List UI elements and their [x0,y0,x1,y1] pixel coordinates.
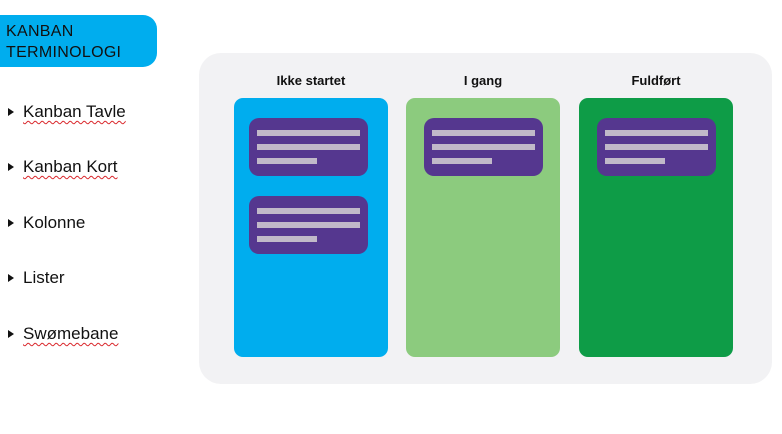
card-text-line [257,158,317,164]
card-text-line [257,144,360,150]
column-fuldfoert [579,98,733,357]
term-item-kanban-kort: Kanban Kort [8,155,118,179]
kanban-card [249,118,368,176]
term-text: Kanban Tavle [23,102,126,121]
kanban-card [249,196,368,254]
term-item-lister: Lister [8,266,65,290]
column-header-i-gang: I gang [463,73,503,88]
term-label-lister: Lister [23,268,65,287]
term-item-kanban-tavle: Kanban Tavle [8,100,126,124]
card-text-line [432,130,535,136]
card-text-line [257,236,317,242]
bullet-arrow-icon [8,274,14,282]
card-text-line [605,130,708,136]
kanban-card [424,118,543,176]
term-label-swomebane: Swømebane [23,324,118,344]
title-line-2: TERMINOLOGI [6,44,122,61]
bullet-arrow-icon [8,219,14,227]
bullet-arrow-icon [8,108,14,116]
card-text-line [605,144,708,150]
term-item-kolonne: Kolonne [8,211,85,235]
kanban-board: Ikke startet I gang Fuldført [199,53,772,384]
title-badge: KANBAN TERMINOLOGI [0,15,157,67]
column-i-gang [406,98,560,357]
kanban-card [597,118,716,176]
term-item-swomebane: Swømebane [8,322,118,346]
term-label-kanban-tavle: Kanban Tavle [23,102,126,122]
card-text-line [605,158,665,164]
column-header-fuldfoert: Fuldført [631,73,681,88]
card-text-line [432,144,535,150]
card-text-line [257,222,360,228]
term-text: Swømebane [23,324,119,343]
column-ikke-startet [234,98,388,357]
term-label-kolonne: Kolonne [23,213,86,232]
card-text-line [257,130,360,136]
column-header-ikke-startet: Ikke startet [276,73,346,88]
bullet-arrow-icon [8,330,14,338]
term-label-kanban-kort: Kanban Kort [23,157,118,177]
card-text-line [257,208,360,214]
title-line-1: KANBAN [6,23,74,40]
card-text-line [432,158,492,164]
term-text: Kanban Kort [23,157,118,176]
bullet-arrow-icon [8,163,14,171]
